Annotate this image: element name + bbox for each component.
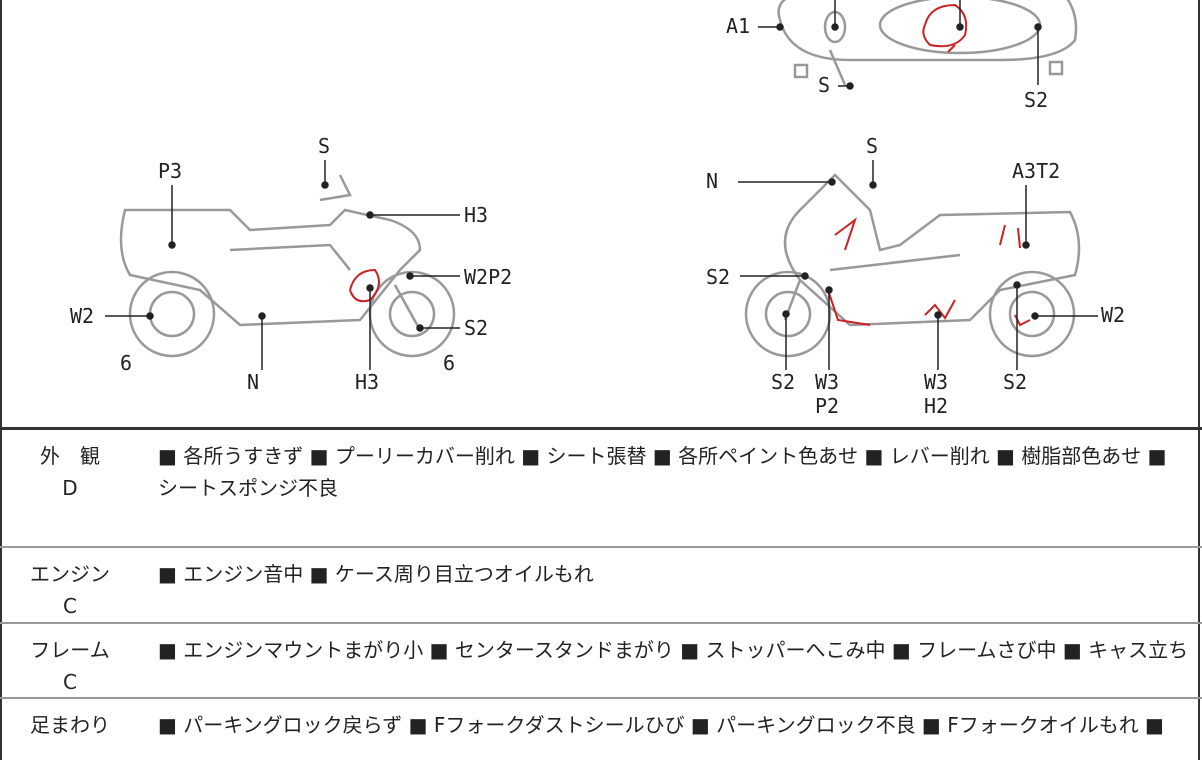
grade-label: C [63, 594, 77, 618]
label-h2: H2 [924, 394, 949, 418]
inspection-table: 外 観 D ■ 各所うすきず ■ プーリーカバー削れ ■ シート張替 ■ 各所ペ… [0, 427, 1202, 774]
category-label: 外 観 [40, 444, 100, 468]
label-s: S [818, 73, 831, 97]
label-6: 6 [120, 351, 133, 375]
label-6: 6 [443, 351, 456, 375]
inspection-row-suspension: 足まわり ■ パーキングロック戻らず ■ Fフォークダストシールひび ■ パーキ… [0, 699, 1202, 774]
label-p2: P2 [815, 394, 840, 418]
inspection-row-frame: フレーム C ■ エンジンマウントまがり小 ■ センタースタンドまがり ■ スト… [0, 624, 1202, 699]
label-w2: W2 [70, 304, 95, 328]
label-s: S [866, 134, 879, 158]
right-view-scooter [744, 173, 1081, 358]
scooter-drawings [105, 0, 1098, 370]
label-s2: S2 [771, 370, 796, 394]
label-w3: W3 [924, 370, 949, 394]
label-a1: A1 [726, 14, 751, 38]
category-cell: 足まわり [0, 709, 140, 741]
issues-text: ■ パーキングロック戻らず ■ Fフォークダストシールひび ■ パーキングロック… [158, 713, 1164, 737]
label-s2: S2 [706, 265, 731, 289]
damage-marks [349, 3, 1031, 327]
label-n: N [247, 370, 260, 394]
label-w2: W2 [1101, 303, 1126, 327]
inspection-row-engine: エンジン C ■ エンジン音中 ■ ケース周り目立つオイルもれ [0, 548, 1202, 624]
issues-text: ■ 各所うすきず ■ プーリーカバー削れ ■ シート張替 ■ 各所ペイント色あせ… [158, 444, 1167, 500]
left-view-scooter [119, 174, 456, 358]
category-cell: 外 観 D [0, 440, 140, 504]
label-h3: H3 [355, 370, 380, 394]
category-cell: エンジン C [0, 558, 140, 622]
grade-label: C [63, 670, 77, 694]
label-p3: P3 [158, 159, 183, 183]
label-s2: S2 [1003, 370, 1028, 394]
issues-text: ■ エンジン音中 ■ ケース周り目立つオイルもれ [158, 562, 594, 586]
label-w3: W3 [815, 370, 840, 394]
category-label: フレーム [30, 638, 110, 662]
label-h3: H3 [464, 203, 489, 227]
label-s: S [318, 134, 331, 158]
category-label: エンジン [30, 562, 110, 586]
label-n: N [706, 169, 719, 193]
leader-lines [105, 0, 1098, 370]
damage-diagram: A1 S S2 S P3 H3 W2P2 W2 S2 6 N H3 6 N S … [70, 0, 1126, 418]
inspection-row-exterior: 外 観 D ■ 各所うすきず ■ プーリーカバー削れ ■ シート張替 ■ 各所ペ… [0, 430, 1202, 548]
label-s2: S2 [464, 316, 489, 340]
category-label: 足まわり [30, 713, 110, 737]
category-cell: フレーム C [0, 634, 140, 698]
grade-label: D [62, 476, 78, 500]
label-w2p2: W2P2 [464, 265, 513, 289]
label-a3t2: A3T2 [1012, 159, 1061, 183]
issues-text: ■ エンジンマウントまがり小 ■ センタースタンドまがり ■ ストッパーへこみ中… [158, 638, 1189, 662]
label-s2: S2 [1024, 88, 1049, 112]
